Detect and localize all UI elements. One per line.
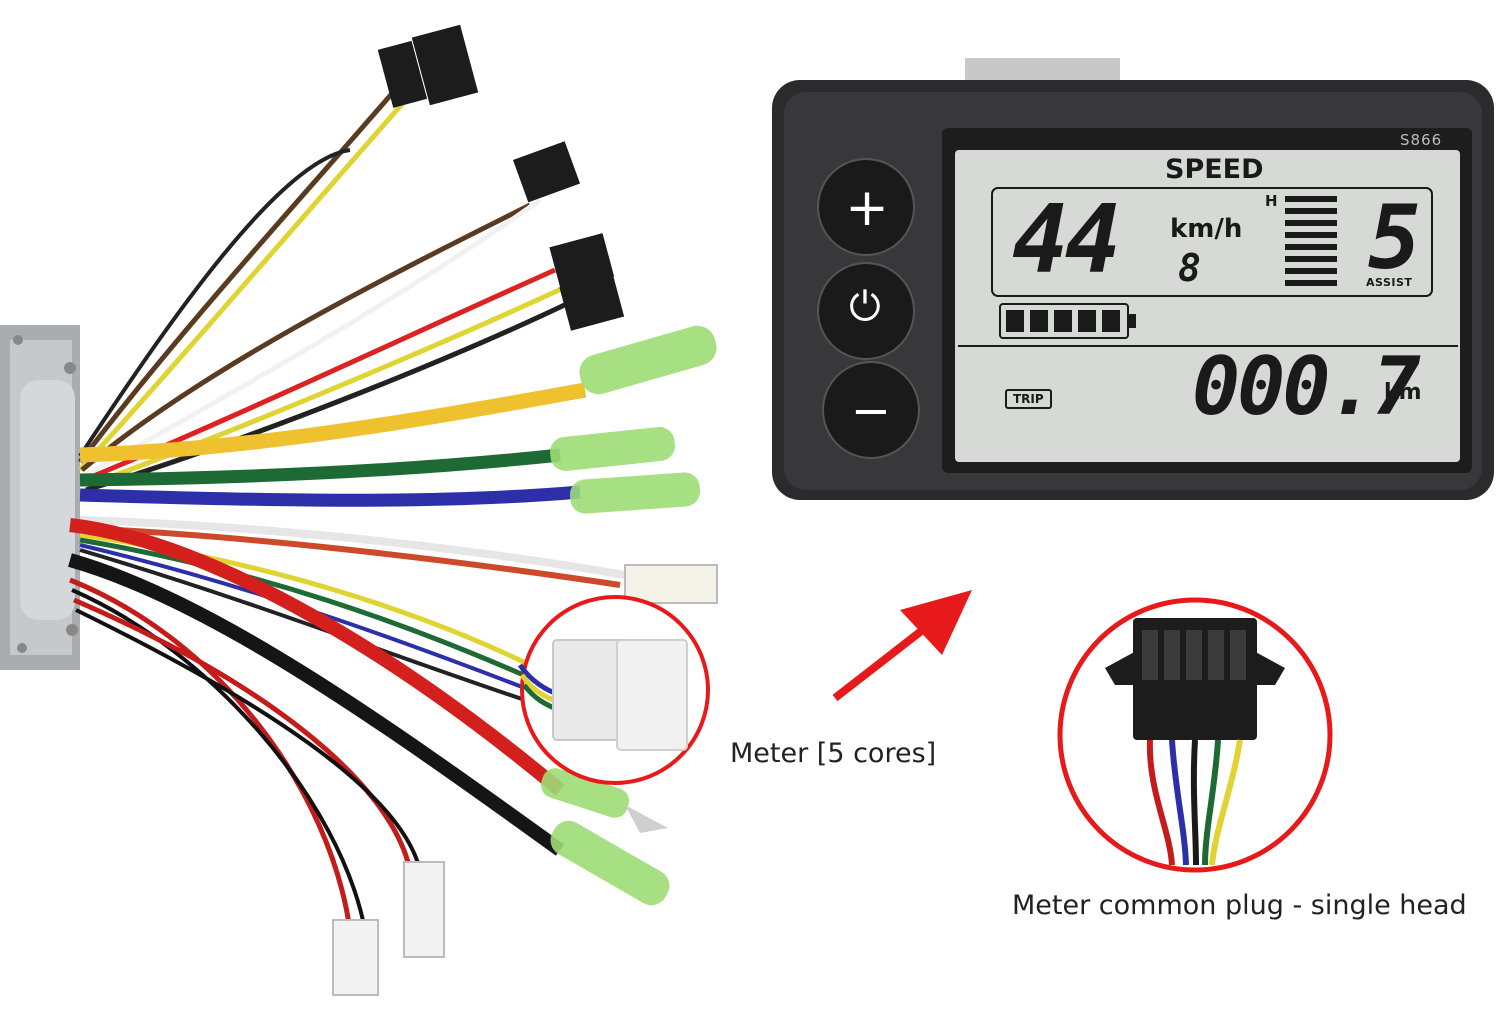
lcd-display-device bbox=[772, 58, 1494, 500]
power-button[interactable] bbox=[817, 262, 915, 360]
assist-level-bars bbox=[1285, 196, 1337, 286]
meter-caption: Meter [5 cores] bbox=[730, 738, 937, 769]
trip-label: TRIP bbox=[1005, 389, 1052, 409]
odometer-value: 000.7 bbox=[1192, 340, 1421, 433]
controller-box bbox=[0, 325, 80, 670]
level-marker: H bbox=[1265, 192, 1278, 210]
plug-closeup bbox=[1057, 597, 1333, 873]
power-icon: ⏻ bbox=[849, 284, 881, 330]
minus-button[interactable] bbox=[822, 361, 920, 459]
plus-button[interactable] bbox=[817, 158, 915, 256]
speed-sub-digit: 8 bbox=[1178, 246, 1201, 290]
plug-caption: Meter common plug - single head bbox=[1012, 890, 1467, 921]
plus-icon: + bbox=[845, 178, 889, 238]
black-connectors bbox=[377, 24, 625, 331]
speed-value: 44 bbox=[1012, 186, 1121, 295]
green-terminals bbox=[540, 325, 717, 906]
red-arrow bbox=[832, 590, 972, 702]
controller-wire-harness bbox=[0, 24, 718, 996]
speed-label: SPEED bbox=[1165, 154, 1264, 185]
minus-icon: − bbox=[850, 383, 892, 439]
white-connectors bbox=[332, 564, 718, 996]
assist-value: 5 bbox=[1368, 186, 1421, 289]
model-number: S866 bbox=[1400, 131, 1443, 149]
speed-unit: km/h bbox=[1170, 214, 1243, 244]
assist-label: ASSIST bbox=[1366, 276, 1413, 289]
odometer-unit: km bbox=[1384, 380, 1422, 405]
meter-plug-highlight bbox=[517, 595, 710, 785]
battery-indicator bbox=[999, 303, 1136, 339]
